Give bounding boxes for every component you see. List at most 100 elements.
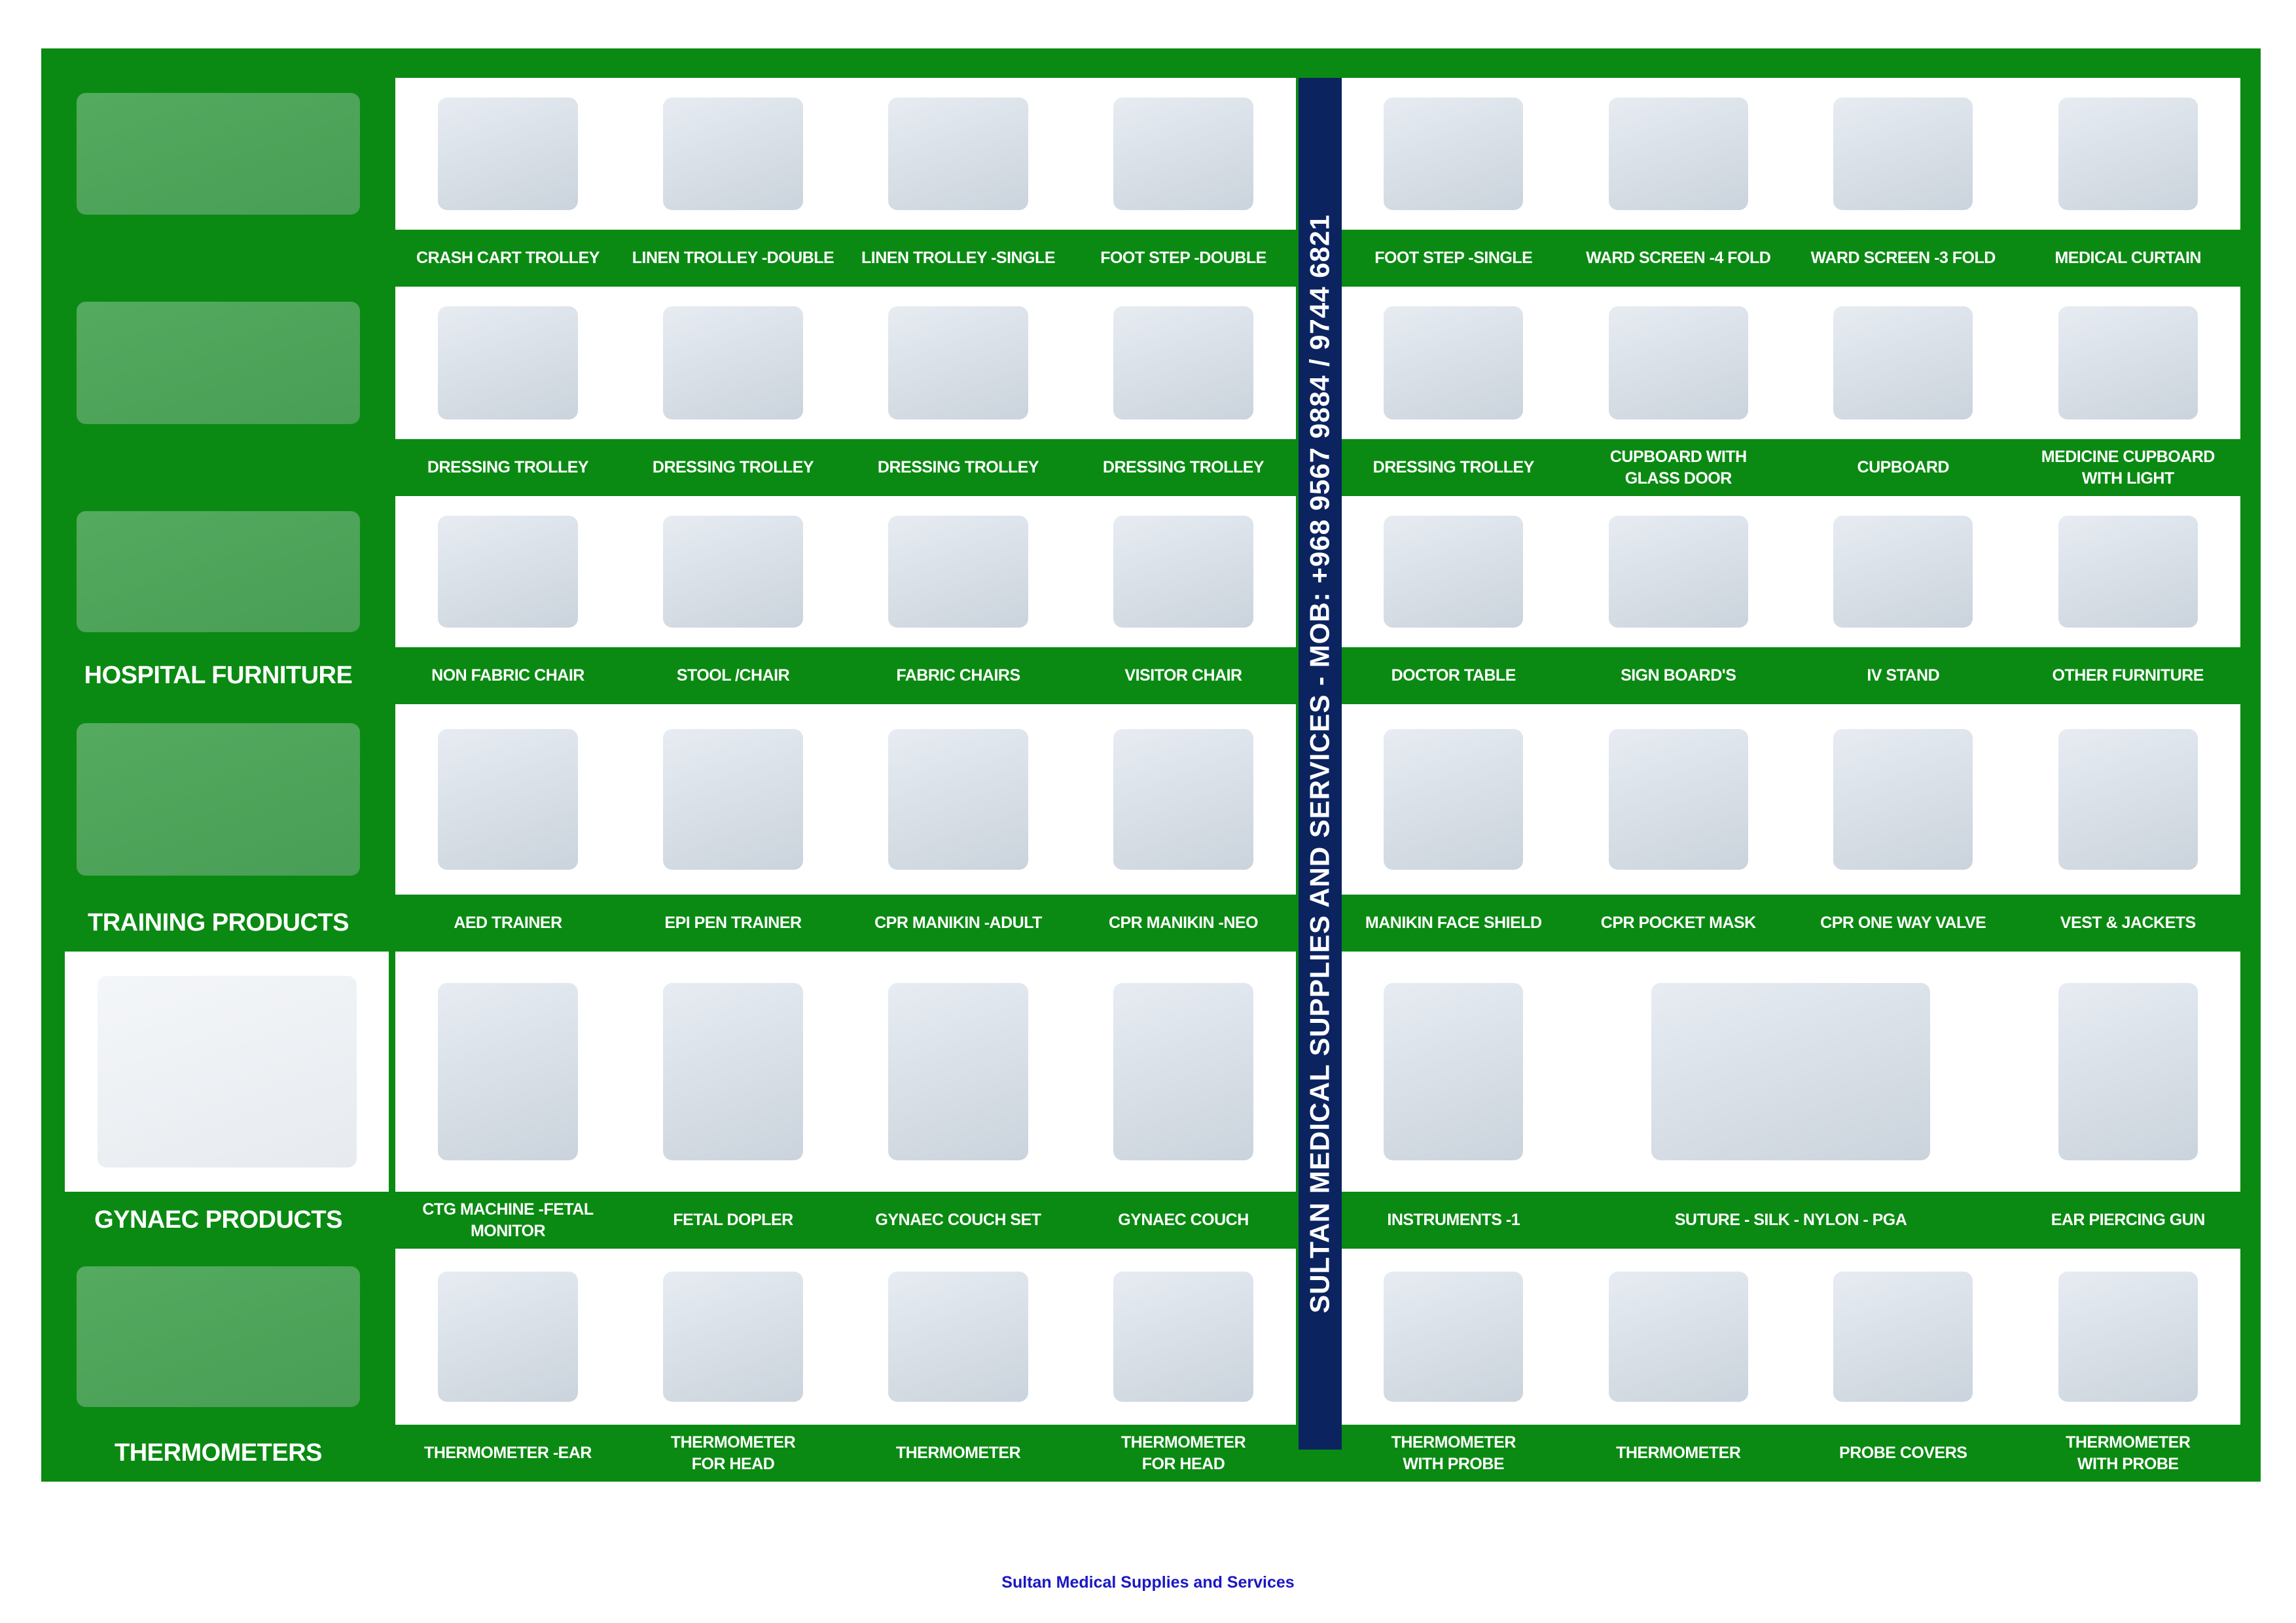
- product-photo: [438, 516, 578, 628]
- product-photo: [1833, 1271, 1973, 1402]
- product-photo: [888, 98, 1028, 210]
- product-photo: [1113, 728, 1253, 870]
- product-photo: [1608, 98, 1748, 210]
- product-photo: [1608, 1271, 1748, 1402]
- product-label: EAR PIERCING GUN: [2051, 1211, 2206, 1230]
- product-image[interactable]: [1341, 287, 1566, 439]
- product-image[interactable]: [1566, 496, 1791, 647]
- product-photo: [663, 728, 803, 870]
- product-label: STOOL /CHAIR: [676, 666, 790, 685]
- product-image[interactable]: [620, 287, 846, 439]
- product-image[interactable]: [846, 1249, 1071, 1425]
- product-image[interactable]: [1071, 287, 1296, 439]
- product-label: THERMOMETER -EAR: [424, 1444, 592, 1463]
- product-image[interactable]: [1071, 78, 1296, 230]
- product-label: CPR POCKET MASK: [1600, 914, 1756, 933]
- product-label: FABRIC CHAIRS: [896, 666, 1020, 685]
- product-label: THERMOMETER FOR HEAD: [1121, 1433, 1246, 1473]
- product-image[interactable]: [1071, 952, 1296, 1192]
- product-photo: [1384, 516, 1524, 628]
- product-image[interactable]: [2015, 496, 2240, 647]
- product-photo: [2058, 306, 2198, 419]
- product-image[interactable]: [395, 496, 620, 647]
- category-image: [41, 78, 395, 230]
- product-image[interactable]: [620, 704, 846, 895]
- product-label: EPI PEN TRAINER: [664, 914, 802, 933]
- product-image[interactable]: [2015, 1249, 2240, 1425]
- product-label: PROBE COVERS: [1839, 1444, 1967, 1463]
- product-image[interactable]: [1341, 952, 1566, 1192]
- product-image[interactable]: [1791, 496, 2016, 647]
- product-image[interactable]: [2015, 78, 2240, 230]
- product-image[interactable]: [620, 78, 846, 230]
- product-photo: [663, 982, 803, 1161]
- product-image[interactable]: [1791, 287, 2016, 439]
- product-photo: [1833, 306, 1973, 419]
- product-photo: [1608, 306, 1748, 419]
- product-image[interactable]: [1566, 78, 1791, 230]
- product-label: THERMOMETER FOR HEAD: [670, 1433, 796, 1473]
- category-title: [41, 230, 395, 287]
- product-image[interactable]: [846, 287, 1071, 439]
- product-photo: [663, 516, 803, 628]
- product-image[interactable]: [1071, 496, 1296, 647]
- product-image[interactable]: [846, 952, 1071, 1192]
- product-label: DRESSING TROLLEY: [1372, 458, 1535, 477]
- category-title: TRAINING PRODUCTS: [88, 909, 349, 936]
- product-image[interactable]: [846, 704, 1071, 895]
- product-image[interactable]: [620, 1249, 846, 1425]
- product-image[interactable]: [395, 704, 620, 895]
- product-label: IV STAND: [1867, 666, 1940, 685]
- product-image[interactable]: [395, 78, 620, 230]
- product-image[interactable]: [2015, 704, 2240, 895]
- product-image[interactable]: [620, 952, 846, 1192]
- category-photo: [97, 975, 357, 1168]
- product-image[interactable]: [395, 952, 620, 1192]
- product-image[interactable]: [1566, 287, 1791, 439]
- product-label: CTG MACHINE -FETAL MONITOR: [422, 1200, 594, 1240]
- product-label: OTHER FURNITURE: [2052, 666, 2204, 685]
- category-image: [41, 496, 395, 647]
- product-photo: [663, 1271, 803, 1402]
- product-label: FOOT STEP -SINGLE: [1374, 249, 1533, 268]
- product-image[interactable]: [395, 1249, 620, 1425]
- product-image[interactable]: [1341, 78, 1566, 230]
- product-image[interactable]: [2015, 287, 2240, 439]
- product-photo: [2058, 516, 2198, 628]
- category-title: HOSPITAL FURNITURE: [84, 662, 353, 689]
- product-image[interactable]: [1071, 704, 1296, 895]
- product-label: VISITOR CHAIR: [1124, 666, 1242, 685]
- product-image[interactable]: [1341, 1249, 1566, 1425]
- product-photo: [1113, 982, 1253, 1161]
- product-image[interactable]: [1341, 704, 1566, 895]
- product-image[interactable]: [1791, 704, 2016, 895]
- product-image[interactable]: [1791, 78, 2016, 230]
- product-image[interactable]: [846, 78, 1071, 230]
- product-photo: [1113, 516, 1253, 628]
- product-label: CUPBOARD: [1857, 458, 1950, 477]
- product-image[interactable]: [1566, 704, 1791, 895]
- product-photo: [1833, 728, 1973, 870]
- product-image[interactable]: [1791, 1249, 2016, 1425]
- product-image[interactable]: [395, 287, 620, 439]
- product-image[interactable]: [846, 496, 1071, 647]
- product-photo: [438, 982, 578, 1161]
- product-label: GYNAEC COUCH: [1118, 1211, 1249, 1230]
- product-photo: [1384, 306, 1524, 419]
- category-photo: [77, 723, 360, 876]
- product-photo: [438, 306, 578, 419]
- product-image[interactable]: [1566, 1249, 1791, 1425]
- product-photo: [888, 982, 1028, 1161]
- product-image[interactable]: [620, 496, 846, 647]
- product-image[interactable]: [2015, 952, 2240, 1192]
- product-label: MEDICAL CURTAIN: [2054, 249, 2201, 268]
- product-image[interactable]: [1341, 496, 1566, 647]
- product-photo: [1833, 98, 1973, 210]
- product-label: SIGN BOARD'S: [1621, 666, 1736, 685]
- product-label: CUPBOARD WITH GLASS DOOR: [1609, 448, 1747, 488]
- product-label: FOOT STEP -DOUBLE: [1100, 249, 1266, 268]
- product-image[interactable]: [1071, 1249, 1296, 1425]
- product-image[interactable]: [1566, 952, 2016, 1192]
- category-photo: [77, 511, 360, 632]
- product-photo: [1384, 98, 1524, 210]
